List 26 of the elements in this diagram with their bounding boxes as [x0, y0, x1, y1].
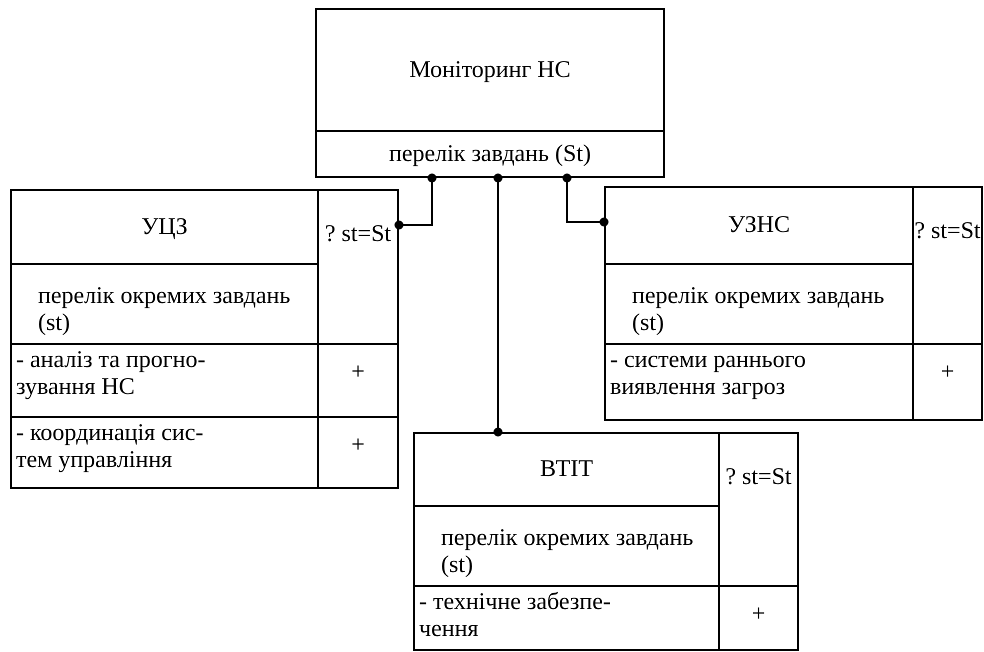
connector-line: [494, 174, 502, 436]
table-row: [12, 416, 397, 487]
task-list-label: перелік завдань (St): [388, 140, 592, 169]
header-cell: ВТІТ: [415, 434, 718, 507]
table-row: [415, 585, 797, 649]
description-cell-text: перелік окремих завдань (st): [440, 524, 694, 580]
task-cell-text: - системи раннього виявлення загроз: [609, 346, 807, 402]
task-cell-text: - аналіз та прогно- зування НС: [15, 346, 206, 402]
connector-line: [562, 174, 608, 226]
header-cell: УЗНС: [606, 188, 912, 265]
table-box: [604, 186, 983, 421]
table-row: [606, 343, 981, 419]
check-cell: +: [317, 418, 397, 487]
table-box: [10, 189, 399, 489]
table-box: [413, 432, 799, 651]
description-cell-text: перелік окремих завдань (st): [37, 282, 292, 338]
connector-line: [394, 174, 436, 230]
task-cell-text: - технічне забезпе- чення: [418, 588, 612, 644]
table-row: [12, 343, 397, 416]
check-cell: +: [912, 345, 981, 419]
title-cell: Моніторинг НС: [317, 10, 663, 132]
description-cell-text: перелік окремих завдань (st): [631, 282, 886, 338]
header-cell: УЦЗ: [12, 191, 317, 265]
task-cell-text: - координація сис- тем управління: [15, 419, 204, 475]
task-box: [315, 8, 665, 178]
check-cell: +: [718, 587, 797, 649]
